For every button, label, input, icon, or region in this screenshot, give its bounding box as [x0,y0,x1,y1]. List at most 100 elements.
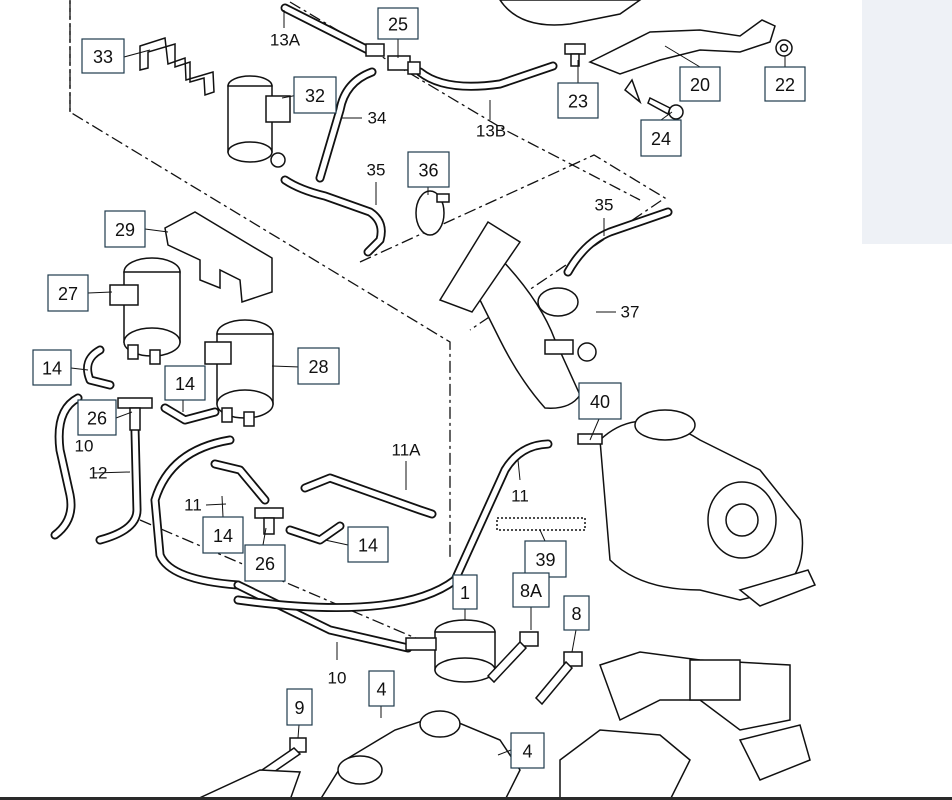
hose-11-left [150,435,243,590]
callout-box [368,670,395,707]
hose-13B [415,61,558,91]
part-label-35: 35 [367,161,386,180]
part-label-13B: 13B [476,122,506,141]
callout-number: 32 [305,86,325,106]
valve-32 [227,75,291,168]
egr-valve-1 [405,619,496,683]
callout-number: 4 [522,742,532,762]
callout-4: 4 [368,670,395,707]
part-label-34: 34 [368,109,387,128]
callout-box [524,540,567,578]
callout-number: 24 [651,129,671,149]
callout-32: 32 [293,76,337,114]
callout-box [557,82,599,119]
hose-35-right [563,207,673,277]
callout-box [32,349,72,386]
callout-box [244,544,286,582]
bolt-24 [647,96,684,120]
part-label-11A: 11A [392,441,422,460]
part-label-12: 12 [89,464,108,483]
callout-14: 14 [347,526,389,563]
sleeve-39 [496,517,586,531]
wastegate-37 [577,342,597,362]
callout-27: 27 [47,274,89,312]
callout-33: 33 [81,38,125,74]
hose-34 [315,67,377,183]
t-piece-26-lower [254,507,284,535]
callout-number: 36 [418,161,438,181]
callout-number: 39 [535,550,555,570]
turbo-bracket-20 [588,19,776,105]
callout-9: 9 [286,688,313,726]
intake-manifold [599,651,811,781]
callout-number: 8A [520,581,542,601]
callout-box [563,595,590,631]
callout-box [164,365,206,401]
bolt-23 [564,43,586,67]
callout-box [297,347,340,385]
callout-26: 26 [77,399,117,436]
components [109,0,817,800]
callout-number: 27 [58,284,78,304]
callout-leaders [70,10,786,756]
callout-box [512,572,550,608]
cover-29 [164,211,273,304]
bolt-8A [486,631,539,684]
callout-number: 14 [175,374,195,394]
callout-number: 26 [255,554,275,574]
nut-22 [775,39,793,57]
callout-26: 26 [244,544,286,582]
side-panel [862,0,952,244]
callout-8A: 8A [512,572,550,608]
callout-number: 23 [568,92,588,112]
callout-number: 14 [358,536,378,556]
bottom-edge [0,797,952,800]
callout-number: 14 [42,359,62,379]
callout-box [77,399,117,436]
part-label-10: 10 [75,437,94,456]
callout-number: 4 [376,680,386,700]
callout-22: 22 [764,66,806,102]
valve-27 [109,257,181,365]
callout-box [510,732,545,769]
callout-24: 24 [640,119,682,157]
hose-12 [95,425,142,545]
hose-14-upper [83,345,115,390]
part-label-37: 37 [621,303,640,322]
t-piece-26-upper [117,397,153,431]
callout-number: 22 [775,75,795,95]
hose-14-lower-right [285,521,345,545]
hose-11A [300,473,437,519]
top-center-part [499,0,642,26]
callout-4: 4 [510,732,545,769]
bolt-8 [534,651,583,706]
callout-box [407,151,450,188]
hose-10-left [50,393,83,540]
callout-20: 20 [679,66,721,102]
callout-number: 40 [590,392,610,412]
callout-number: 9 [294,698,304,718]
callout-box [640,119,682,157]
bolt-9 [260,737,307,777]
callout-box [293,76,337,114]
callout-23: 23 [557,82,599,119]
callout-number: 28 [308,357,328,377]
part-label-11: 11 [184,496,202,515]
callout-box [104,210,146,248]
callout-14: 14 [164,365,206,401]
callout-36: 36 [407,151,450,188]
callout-box [347,526,389,563]
turbocharger [577,409,817,607]
vacuum-hoses [50,3,673,653]
callout-14: 14 [32,349,72,386]
hose-35-left [280,175,386,257]
callout-1: 1 [452,574,478,610]
callout-number: 29 [115,220,135,240]
callout-number: 33 [93,47,113,67]
callout-29: 29 [104,210,146,248]
hose-13A [280,3,373,55]
callout-box [202,516,244,554]
callout-box [81,38,125,74]
intake-pipe [438,220,581,409]
callout-28: 28 [297,347,340,385]
